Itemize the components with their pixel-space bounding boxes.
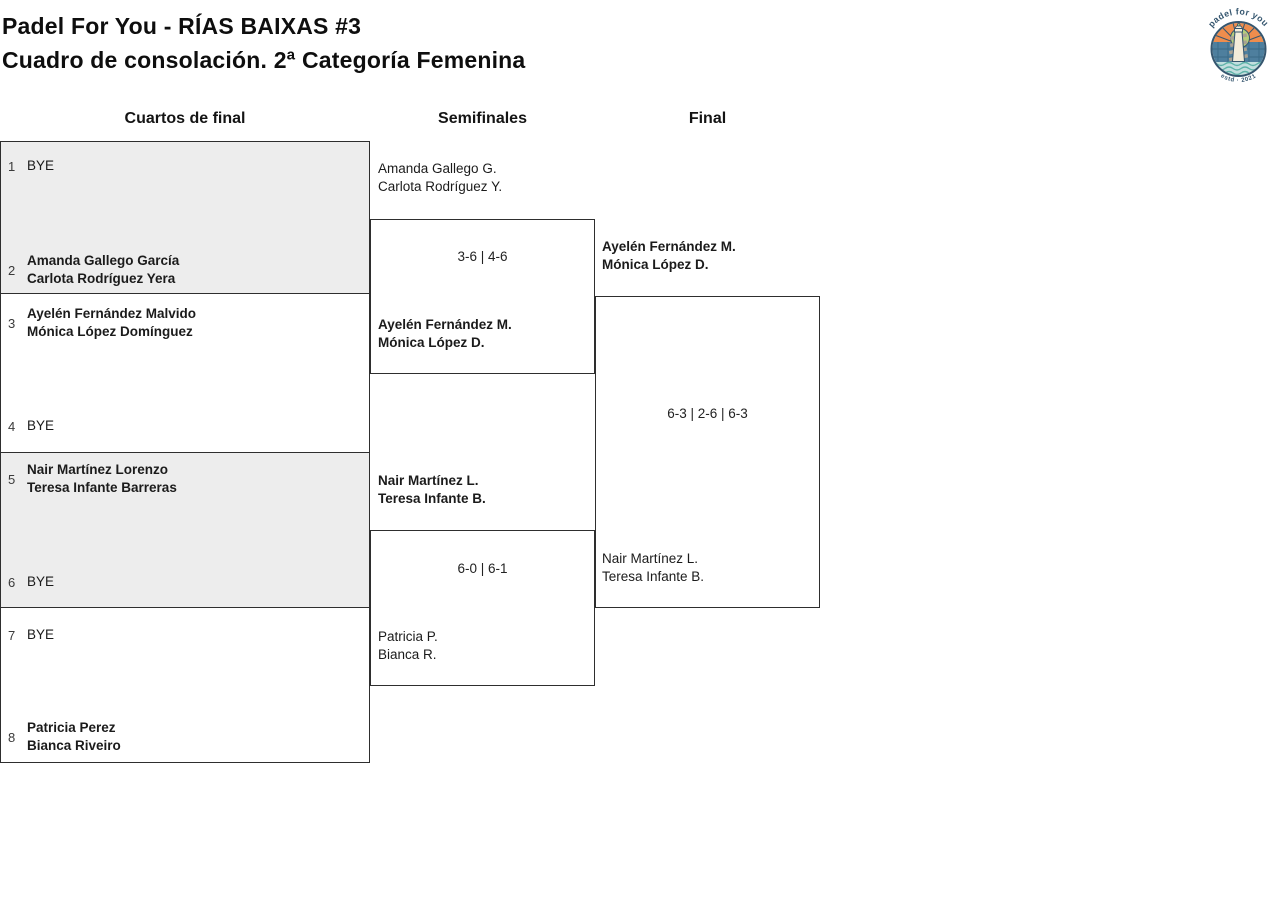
- round-header-cuartos-de-final: Cuartos de final: [124, 110, 246, 127]
- semifinal-2-box: [370, 530, 595, 686]
- semifinal-2-team-top: Nair Martínez L. Teresa Infante B.: [378, 473, 486, 506]
- qf-match-1-box: [1, 142, 369, 294]
- seed-row-2: 2 Amanda Gallego García Carlota Rodrígue…: [0, 252, 368, 288]
- team-name: BYE: [27, 574, 55, 589]
- final-score: 6-3 | 2-6 | 6-3: [667, 406, 748, 421]
- team-name: Nair Martínez Lorenzo Teresa Infante Bar…: [27, 462, 177, 495]
- seed-number: 8: [8, 729, 16, 745]
- semifinal-1-team-top: Amanda Gallego G. Carlota Rodríguez Y.: [378, 161, 503, 194]
- final-team-top: Ayelén Fernández M. Mónica López D.: [602, 239, 736, 272]
- team-name: Patricia Perez Bianca Riveiro: [27, 720, 121, 753]
- lighthouse-badge-icon: padel for you estd · 2021: [1206, 6, 1270, 84]
- padel-for-you-logo: padel for you estd · 2021: [1201, 4, 1277, 96]
- title-line-tournament: Padel For You - RÍAS BAIXAS #3: [2, 13, 362, 39]
- seed-row-5: 5 Nair Martínez Lorenzo Teresa Infante B…: [0, 461, 368, 497]
- logo-bottom-text: estd · 2021: [1219, 73, 1256, 84]
- seed-row-4: 4 BYE: [0, 417, 368, 435]
- qf-match-2-box: [1, 294, 369, 453]
- semifinal-1-box: [370, 219, 595, 374]
- title-line-bracket: Cuadro de consolación. 2ª Categoría Feme…: [2, 47, 526, 73]
- semifinal-1-score: 3-6 | 4-6: [457, 249, 508, 264]
- seed-row-6: 6 BYE: [0, 573, 368, 591]
- svg-text:estd · 2021: estd · 2021: [1219, 73, 1257, 84]
- seed-number: 7: [8, 627, 16, 643]
- team-name: BYE: [27, 627, 55, 642]
- qf-match-4-box: [1, 608, 369, 762]
- final-box: [595, 296, 820, 608]
- seed-number: 4: [8, 418, 16, 434]
- seed-row-7: 7 BYE: [0, 626, 368, 644]
- round-header-semifinales: Semifinales: [438, 110, 527, 127]
- seed-number: 2: [8, 262, 16, 278]
- team-name: Amanda Gallego García Carlota Rodríguez …: [27, 253, 180, 286]
- quarterfinals-column: [0, 141, 370, 763]
- seed-row-1: 1 BYE: [0, 157, 368, 175]
- page-title: Padel For You - RÍAS BAIXAS #3 Cuadro de…: [2, 9, 525, 77]
- team-name: Ayelén Fernández Malvido Mónica López Do…: [27, 306, 197, 339]
- semifinal-2-team-bottom: Patricia P. Bianca R.: [378, 629, 438, 662]
- seed-number: 3: [8, 315, 16, 331]
- qf-match-3-box: [1, 453, 369, 608]
- seed-row-8: 8 Patricia Perez Bianca Riveiro: [0, 719, 368, 755]
- seed-number: 5: [8, 471, 16, 487]
- semifinal-2-score: 6-0 | 6-1: [457, 561, 508, 576]
- final-team-bottom: Nair Martínez L. Teresa Infante B.: [602, 551, 705, 584]
- seed-number: 1: [8, 158, 16, 174]
- seed-row-3: 3 Ayelén Fernández Malvido Mónica López …: [0, 305, 368, 341]
- team-name: BYE: [27, 158, 55, 173]
- semifinal-1-team-bottom: Ayelén Fernández M. Mónica López D.: [378, 317, 512, 350]
- team-name: BYE: [27, 418, 55, 433]
- seed-number: 6: [8, 574, 16, 590]
- round-header-final: Final: [688, 110, 727, 127]
- logo-lighthouse: [1228, 23, 1249, 62]
